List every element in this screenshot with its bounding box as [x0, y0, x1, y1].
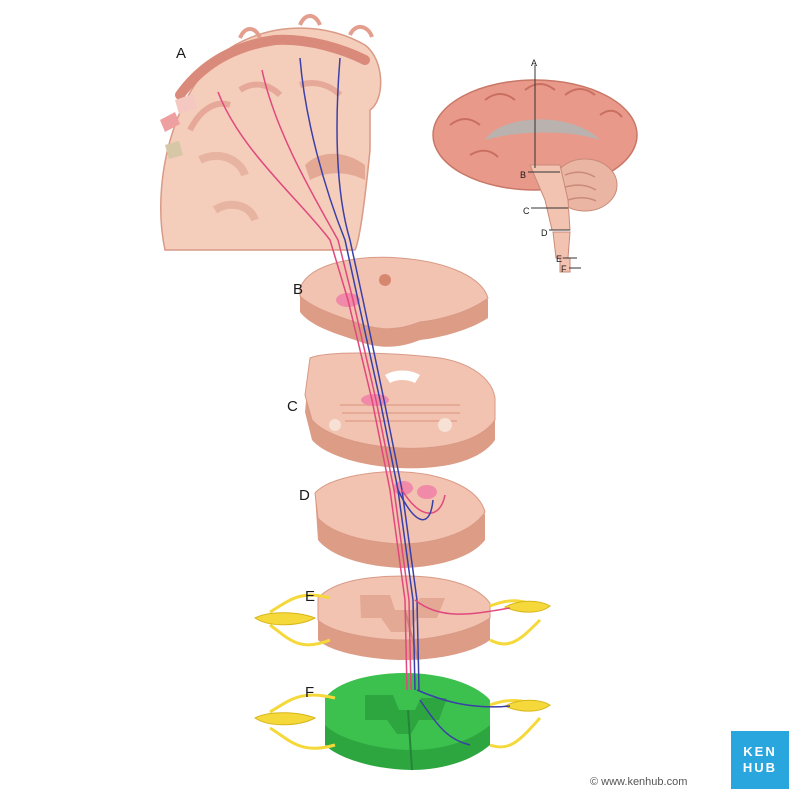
- medulla-slab: [314, 471, 486, 568]
- label-b-midbrain: B: [293, 281, 303, 298]
- label-d-medulla: D: [299, 487, 310, 504]
- inset-label-e: E: [556, 254, 562, 264]
- copyright-notice: © www.kenhub.com: [590, 776, 688, 788]
- sagittal-brain-inset: A B C D E F: [432, 58, 638, 274]
- spinal-ganglia: [254, 600, 551, 726]
- inset-label-b: B: [520, 170, 526, 180]
- inset-label-f: F: [561, 264, 567, 274]
- inset-label-d: D: [541, 228, 548, 238]
- label-a-cortex: A: [176, 45, 186, 62]
- corticospinal-tracts: [217, 57, 511, 746]
- inset-label-c: C: [523, 206, 530, 216]
- label-e-spinal-cord: E: [305, 588, 315, 605]
- kenhub-logo[interactable]: KEN HUB: [731, 731, 789, 789]
- spinal-cord-slab-f-highlighted: [325, 673, 490, 771]
- pons-slab: [304, 352, 496, 469]
- label-c-pons: C: [287, 398, 298, 415]
- logo-line-1: KEN: [743, 744, 777, 759]
- cortex-section: [159, 14, 382, 251]
- spinal-cord-slab-e: [317, 575, 491, 661]
- label-f-spinal-cord: F: [305, 684, 314, 701]
- inset-label-a: A: [531, 58, 537, 68]
- logo-line-2: HUB: [742, 760, 778, 775]
- midbrain-slab: [299, 256, 489, 347]
